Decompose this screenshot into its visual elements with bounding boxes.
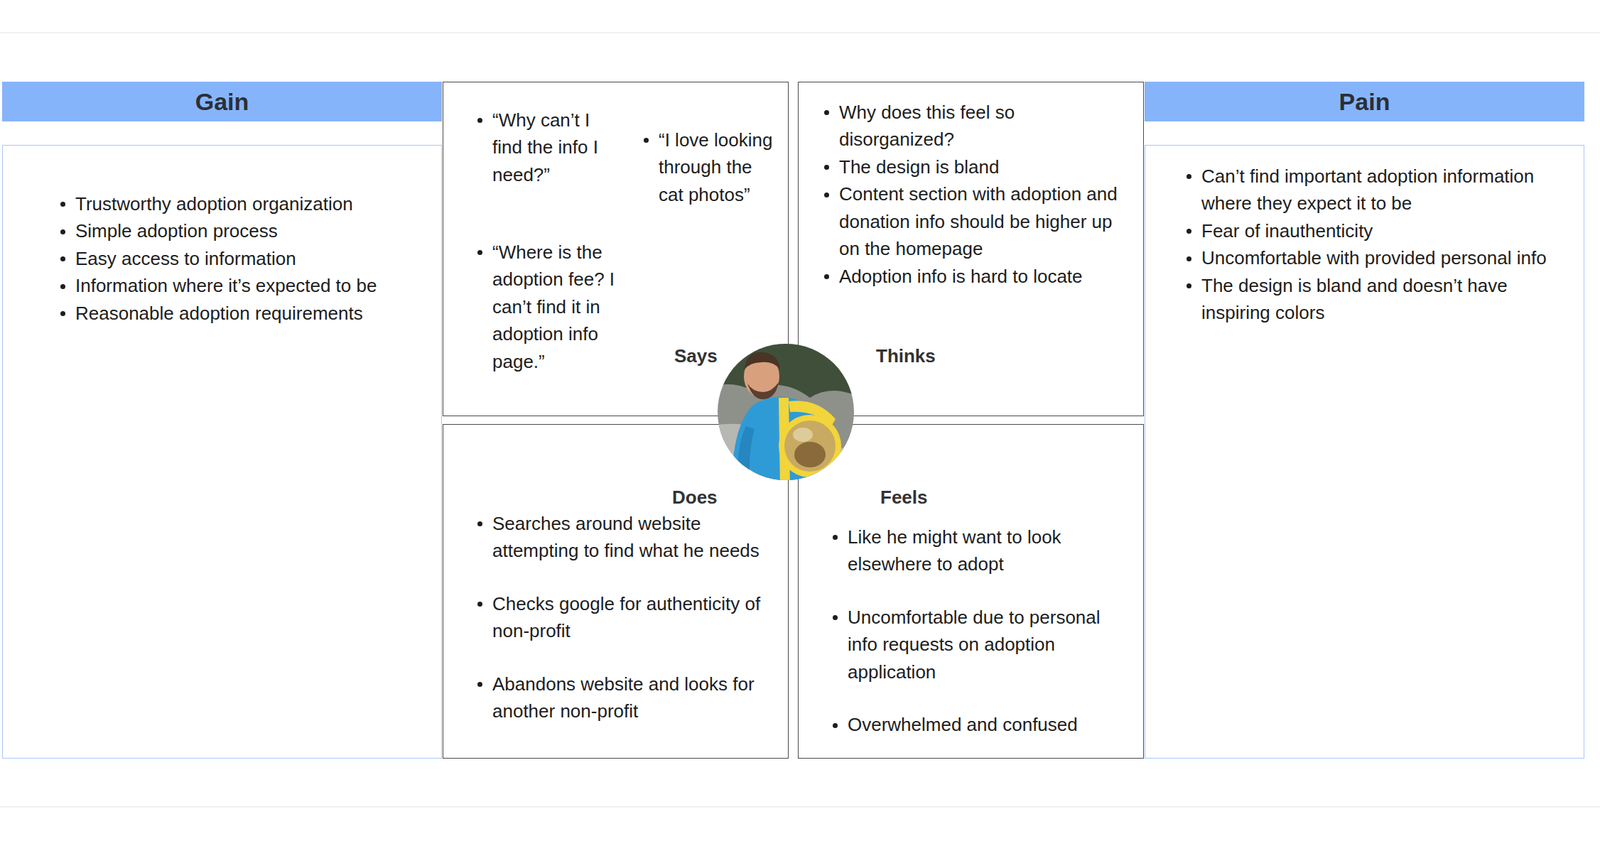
list-item: The design is bland and doesn’t have ins… [1201, 272, 1554, 327]
bullet-list: Searches around website attempting to fi… [492, 510, 774, 726]
gain-panel: Trustworthy adoption organizationSimple … [2, 144, 442, 759]
band-heading: Pain [1144, 81, 1585, 122]
text-slot: Says [674, 342, 718, 370]
list-item: Easy access to information [75, 245, 388, 273]
text-slot: “Where is the adoption fee? I can’t find… [492, 238, 639, 376]
list-item: Fear of inauthenticity [1201, 217, 1554, 245]
bullet-list: Like he might want to look elsewhere to … [847, 523, 1129, 739]
band-heading: Gain [2, 81, 442, 122]
bottom-rule [0, 806, 1600, 808]
quote-item: “Where is the adoption fee? I can’t find… [492, 238, 639, 376]
list-item: Checks google for authenticity of non-pr… [492, 590, 774, 646]
section-label: Does [672, 483, 718, 511]
list-item: The design is bland [839, 153, 1131, 181]
header-band: Pain [1144, 81, 1585, 122]
list-item: Uncomfortable due to personal info reque… [847, 603, 1129, 686]
list-item: Trustworthy adoption organization [75, 190, 388, 218]
list-item: Information where it’s expected to be [75, 272, 388, 300]
quote-item: “Why can’t I find the info I need?” [492, 106, 617, 189]
heading-holder: Pain [1144, 81, 1585, 122]
list-item: Content section with adoption and donati… [839, 180, 1131, 263]
says-quadrant: “Why can’t I find the info I need?” “I lo… [442, 81, 789, 417]
list-item: Can’t find important adoption informatio… [1201, 162, 1554, 218]
list-item: Abandons website and looks for another n… [492, 670, 774, 726]
does-quadrant: DoesSearches around website attempting t… [442, 424, 789, 759]
list-item: Searches around website attempting to fi… [492, 510, 774, 565]
feels-quadrant: FeelsLike he might want to look elsewher… [797, 424, 1144, 759]
list-item: Reasonable adoption requirements [75, 299, 388, 327]
quote-item: “I love looking through the cat photos” [658, 126, 781, 209]
header-band: Gain [2, 81, 442, 122]
thinks-quadrant: Thinks Why does this feel so disorganized… [797, 81, 1144, 417]
bullet-list: Why does this feel so disorganized?The d… [839, 98, 1131, 290]
text-slot: “Why can’t I find the info I need?” [492, 106, 617, 189]
list-item: Like he might want to look elsewhere to … [847, 523, 1129, 579]
text-slot: “I love looking through the cat photos” [658, 126, 781, 209]
text-slot: Does [672, 483, 718, 511]
section-label: Feels [880, 483, 928, 511]
list-item: Why does this feel so disorganized? [839, 98, 1131, 154]
list-item: Uncomfortable with provided personal inf… [1201, 244, 1554, 272]
section-label: Thinks [876, 342, 936, 370]
bullet-list: Can’t find important adoption informatio… [1201, 162, 1554, 327]
text-slot: Feels [880, 483, 928, 511]
pain-panel: Can’t find important adoption informatio… [1144, 144, 1585, 759]
list-item: Overwhelmed and confused [847, 711, 1129, 739]
section-label: Says [674, 342, 718, 370]
persona-illustration [710, 336, 862, 488]
heading-holder: Gain [2, 81, 442, 122]
list-item: Simple adoption process [75, 217, 388, 245]
top-rule [0, 31, 1600, 34]
list-item: Adoption info is hard to locate [839, 262, 1131, 290]
text-slot: Thinks [876, 342, 936, 370]
bullet-list: Trustworthy adoption organizationSimple … [75, 190, 388, 327]
